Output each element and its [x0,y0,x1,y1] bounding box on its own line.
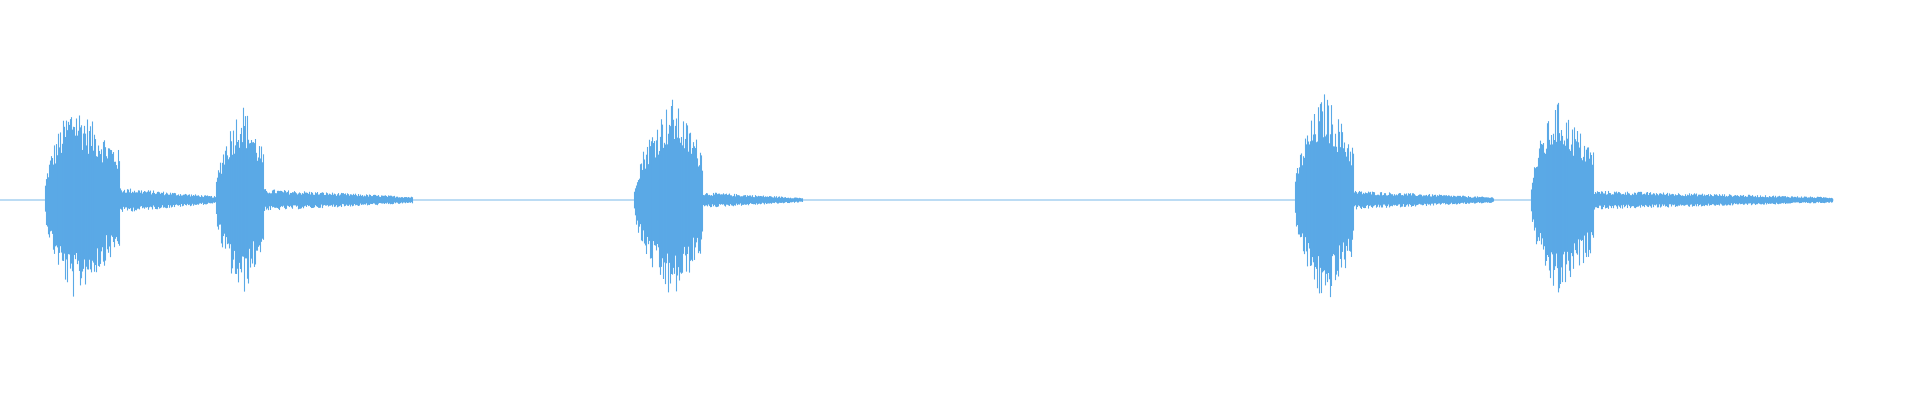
waveform-samples [44,94,1834,298]
